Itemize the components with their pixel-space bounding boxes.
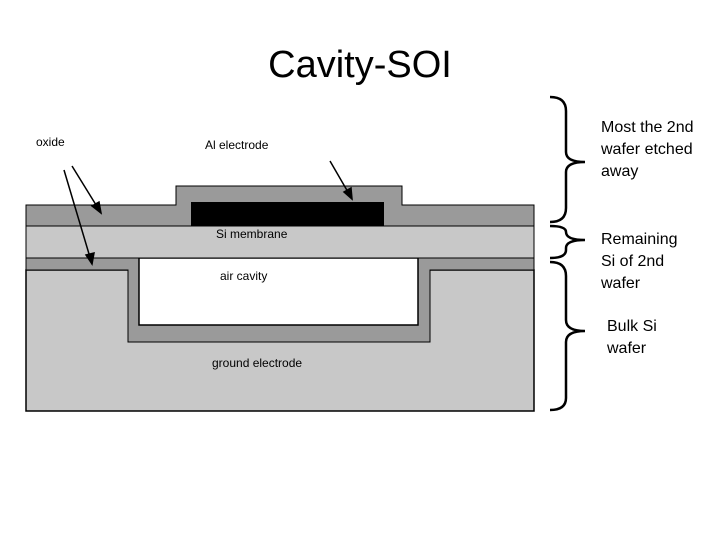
annotation-bottom: Bulk Si wafer xyxy=(607,316,657,360)
annotation-bottom-line: Bulk Si xyxy=(607,318,657,335)
annotation-middle: Remaining Si of 2nd wafer xyxy=(601,229,677,295)
annotation-bottom-line: wafer xyxy=(607,340,647,357)
annotation-top: Most the 2nd wafer etched away xyxy=(601,117,694,183)
al-electrode-arrow-head xyxy=(342,186,353,201)
braces xyxy=(549,95,586,412)
oxide-label: oxide xyxy=(36,135,65,149)
air-cavity-label: air cavity xyxy=(220,269,268,283)
diagram-title: Cavity-SOI xyxy=(268,44,452,86)
si-membrane-layer xyxy=(25,225,535,259)
brace-top xyxy=(549,95,586,224)
annotation-top-line: wafer etched xyxy=(601,141,693,158)
oxide-arrows xyxy=(63,160,353,266)
al-electrode xyxy=(191,202,384,226)
annotation-top-line: Most the 2nd xyxy=(601,119,694,136)
oxide-arrow-top-head xyxy=(90,200,103,215)
annotation-middle-line: wafer xyxy=(601,275,641,292)
annotation-middle-line: Remaining xyxy=(601,231,678,248)
al-electrode-label: Al electrode xyxy=(205,138,269,152)
air-cavity xyxy=(138,257,419,326)
brace-bottom xyxy=(549,260,586,412)
si-membrane-label: Si membrane xyxy=(216,227,288,241)
annotation-top-line: away xyxy=(601,163,639,180)
oxide-arrow-bottom xyxy=(63,169,93,265)
oxide-arrow-bottom-head xyxy=(84,251,95,266)
annotation-middle-line: Si of 2nd xyxy=(601,253,665,270)
brace-middle xyxy=(549,224,586,260)
ground-electrode-label: ground electrode xyxy=(212,356,303,370)
